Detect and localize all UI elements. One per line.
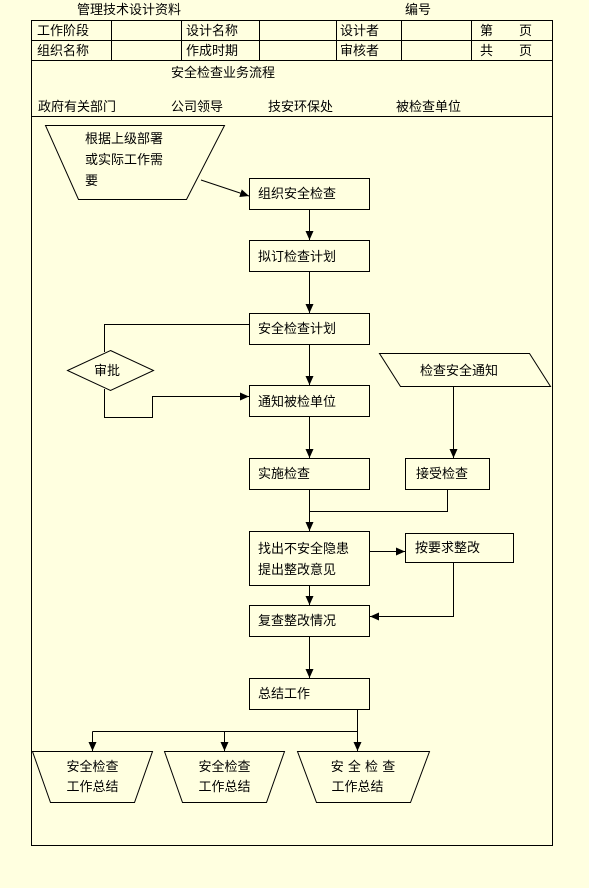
number-label: 编号: [405, 3, 431, 18]
cell-reviewer: 审核者: [340, 44, 379, 59]
report-3-label-1: 安 全 检 查: [331, 759, 395, 775]
notice-doc-node: [378, 353, 552, 387]
report-2-label-1: 安全检查: [198, 759, 250, 775]
basis-label-1: 根据上级部署: [85, 132, 163, 147]
header-table: [31, 20, 553, 61]
rectify-node: [405, 533, 514, 563]
recheck-node: [249, 605, 370, 637]
line-accept-join: [309, 490, 448, 512]
summary-node: [249, 678, 370, 710]
doc-title: 管理技术设计资料: [77, 3, 181, 18]
implement-node: [249, 458, 370, 490]
lane-company-leaders: 公司领导: [171, 100, 223, 115]
report-node-3: [296, 751, 431, 803]
report-3-label-2: 工作总结: [331, 780, 383, 795]
flow-title: 安全检查业务流程: [171, 65, 275, 81]
report-2-label-2: 工作总结: [198, 780, 250, 795]
line-plan-to-approve: [104, 324, 249, 352]
organize-node: [249, 178, 370, 210]
draft-plan-node: [249, 240, 370, 272]
cell-page-no: 第 页: [480, 24, 532, 39]
line-summary-branch: [92, 710, 358, 732]
plan-node: [249, 313, 370, 345]
report-node-1: [31, 751, 154, 803]
notify-node: [249, 385, 370, 417]
lane-government: 政府有关部门: [38, 100, 116, 115]
cell-org-name: 组织名称: [37, 43, 89, 59]
organize-label: 组织安全检查: [258, 186, 336, 202]
notice-doc-label: 检查安全通知: [420, 363, 498, 379]
arrow-approve-to-notify: [104, 389, 249, 418]
report-1-label-1: 安全检查: [66, 759, 118, 775]
summary-label: 总结工作: [258, 687, 310, 702]
rectify-label: 按要求整改: [415, 541, 480, 556]
basis-label-3: 要: [85, 174, 98, 189]
report-1-label-2: 工作总结: [66, 780, 118, 795]
basis-label-2: 或实际工作需: [85, 153, 163, 168]
cell-total-pages: 共 页: [480, 44, 532, 59]
accept-node: [405, 458, 490, 490]
arrow-basis-to-organize: [200, 179, 250, 197]
arrow-rectify-to-recheck: [370, 563, 454, 621]
lane-inspected-unit: 被检查单位: [396, 100, 461, 115]
cell-designer: 设计者: [340, 24, 379, 39]
find-issues-node: [249, 531, 370, 586]
flow-frame: [31, 60, 553, 846]
plan-label: 安全检查计划: [258, 321, 336, 337]
report-node-2: [163, 751, 286, 803]
find-issues-label-2: 提出整改意见: [258, 562, 336, 578]
notify-label: 通知被检单位: [258, 394, 336, 410]
draft-plan-label: 拟订检查计划: [258, 250, 336, 265]
approve-label: 审批: [94, 364, 120, 379]
cell-made-date: 作成时期: [186, 44, 238, 59]
cell-design-name: 设计名称: [186, 23, 238, 39]
cell-stage: 工作阶段: [37, 24, 89, 39]
basis-node: [44, 125, 226, 200]
lane-safety-dept: 技安环保处: [268, 100, 333, 115]
approve-node: [66, 349, 155, 392]
accept-label: 接受检查: [416, 466, 468, 482]
implement-label: 实施检查: [258, 467, 310, 482]
recheck-label: 复查整改情况: [258, 614, 336, 629]
find-issues-label-1: 找出不安全隐患: [258, 541, 349, 557]
